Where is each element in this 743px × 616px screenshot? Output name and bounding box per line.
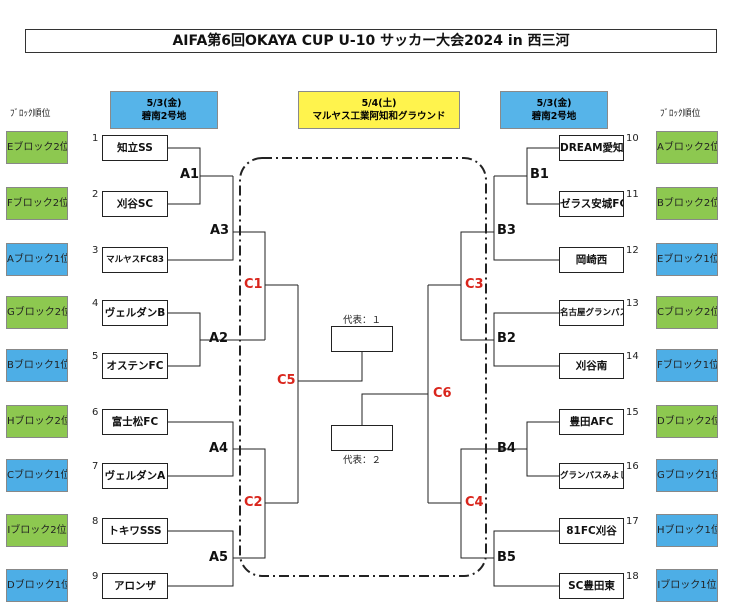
- rep2-label: 代表：２: [343, 455, 382, 466]
- seed-number: 5: [92, 351, 99, 362]
- block-rank-badge: Hブロック2位: [6, 405, 68, 438]
- team-box: 刈谷南: [559, 353, 624, 379]
- block-rank-badge: Hブロック1位: [656, 514, 718, 547]
- finals-zone-border: [239, 157, 487, 577]
- left-block-rank-caption: ﾌﾞﾛｯｸ順位: [10, 109, 51, 119]
- line-c1: [233, 231, 266, 340]
- line-c5-out: [298, 352, 363, 382]
- team-box: ヴェルダンA: [102, 463, 168, 489]
- match-b1-label: B1: [530, 167, 549, 182]
- team-box: グランパスみよし: [559, 463, 624, 489]
- block-rank-badge: Cブロック2位: [656, 296, 718, 329]
- block-rank-badge: Eブロック2位: [6, 131, 68, 164]
- team-box: トキワSSS: [102, 518, 168, 544]
- match-a5-label: A5: [209, 550, 229, 565]
- block-rank-badge: Eブロック1位: [656, 243, 718, 276]
- team-box: マルヤスFC83: [102, 247, 168, 273]
- match-a3-label: A3: [210, 223, 230, 238]
- team-box: ゼラス安城FC: [559, 191, 624, 217]
- seed-number: 14: [626, 351, 639, 362]
- line-a2: [168, 312, 201, 367]
- line-b4: [526, 421, 560, 477]
- match-c4-label: C4: [465, 495, 484, 510]
- seed-number: 2: [92, 189, 99, 200]
- right-header-date: 5/3(金): [536, 98, 572, 109]
- match-b5-label: B5: [497, 550, 516, 565]
- block-rank-badge: Dブロック2位: [656, 405, 718, 438]
- match-c1-label: C1: [244, 277, 263, 292]
- team-box: 知立SS: [102, 135, 168, 161]
- right-block-rank-caption: ﾌﾞﾛｯｸ順位: [660, 109, 701, 119]
- seed-number: 7: [92, 461, 99, 472]
- seed-number: 13: [626, 298, 639, 309]
- seed-number: 11: [626, 189, 639, 200]
- match-a1-label: A1: [180, 167, 200, 182]
- block-rank-badge: Gブロック2位: [6, 296, 68, 329]
- team-box: 名古屋グランパス: [559, 300, 624, 326]
- seed-number: 18: [626, 571, 639, 582]
- seed-number: 1: [92, 133, 99, 144]
- rep1-box: [331, 326, 393, 352]
- team-box: アロンザ: [102, 573, 168, 599]
- block-rank-badge: Gブロック1位: [656, 459, 718, 492]
- team-box: 富士松FC: [102, 409, 168, 435]
- line-c3: [460, 231, 494, 341]
- team-box: ヴェルダンB: [102, 300, 168, 326]
- match-a2-label: A2: [209, 331, 229, 346]
- match-c6-label: C6: [433, 386, 452, 401]
- rep2-box: [331, 425, 393, 451]
- center-header-date: 5/4(土): [361, 98, 397, 109]
- match-c2-label: C2: [244, 495, 263, 510]
- seed-number: 9: [92, 571, 99, 582]
- seed-number: 8: [92, 516, 99, 527]
- block-rank-badge: Aブロック1位: [6, 243, 68, 276]
- team-box: 岡崎西: [559, 247, 624, 273]
- right-venue-header: 5/3(金) 碧南2号地: [500, 91, 608, 129]
- left-header-venue: 碧南2号地: [141, 111, 187, 122]
- block-rank-badge: Iブロック2位: [6, 514, 68, 547]
- left-venue-header: 5/3(金) 碧南2号地: [110, 91, 218, 129]
- seed-number: 16: [626, 461, 639, 472]
- block-rank-badge: Dブロック1位: [6, 569, 68, 602]
- line-c6-out: [361, 393, 428, 425]
- block-rank-badge: Fブロック2位: [6, 187, 68, 220]
- seed-number: 6: [92, 407, 99, 418]
- block-rank-badge: Bブロック2位: [656, 187, 718, 220]
- seed-number: 17: [626, 516, 639, 527]
- match-a4-label: A4: [209, 441, 229, 456]
- team-box: 81FC刈谷: [559, 518, 624, 544]
- line-b3: [493, 176, 560, 261]
- block-rank-badge: Iブロック1位: [656, 569, 718, 602]
- seed-number: 4: [92, 298, 99, 309]
- match-b4-label: B4: [497, 441, 516, 456]
- line-a3: [168, 176, 234, 261]
- right-header-venue: 碧南2号地: [531, 111, 577, 122]
- team-box: 豊田AFC: [559, 409, 624, 435]
- match-b2-label: B2: [497, 331, 516, 346]
- center-venue-header: 5/4(土) マルヤス工業阿知和グラウンド: [298, 91, 460, 129]
- block-rank-badge: Aブロック2位: [656, 131, 718, 164]
- seed-number: 10: [626, 133, 639, 144]
- match-c3-label: C3: [465, 277, 484, 292]
- page-title: AIFA第6回OKAYA CUP U-10 サッカー大会2024 in 西三河: [25, 29, 717, 53]
- team-box: 刈谷SC: [102, 191, 168, 217]
- block-rank-badge: Cブロック1位: [6, 459, 68, 492]
- seed-number: 12: [626, 245, 639, 256]
- match-c5-label: C5: [277, 373, 296, 388]
- block-rank-badge: Fブロック1位: [656, 349, 718, 382]
- seed-number: 3: [92, 245, 99, 256]
- team-box: DREAM愛知: [559, 135, 624, 161]
- block-rank-badge: Bブロック1位: [6, 349, 68, 382]
- team-box: SC豊田東: [559, 573, 624, 599]
- seed-number: 15: [626, 407, 639, 418]
- center-header-venue: マルヤス工業阿知和グラウンド: [312, 111, 446, 122]
- match-b3-label: B3: [497, 223, 516, 238]
- team-box: オステンFC: [102, 353, 168, 379]
- left-header-date: 5/3(金): [146, 98, 182, 109]
- rep1-label: 代表：１: [343, 315, 382, 326]
